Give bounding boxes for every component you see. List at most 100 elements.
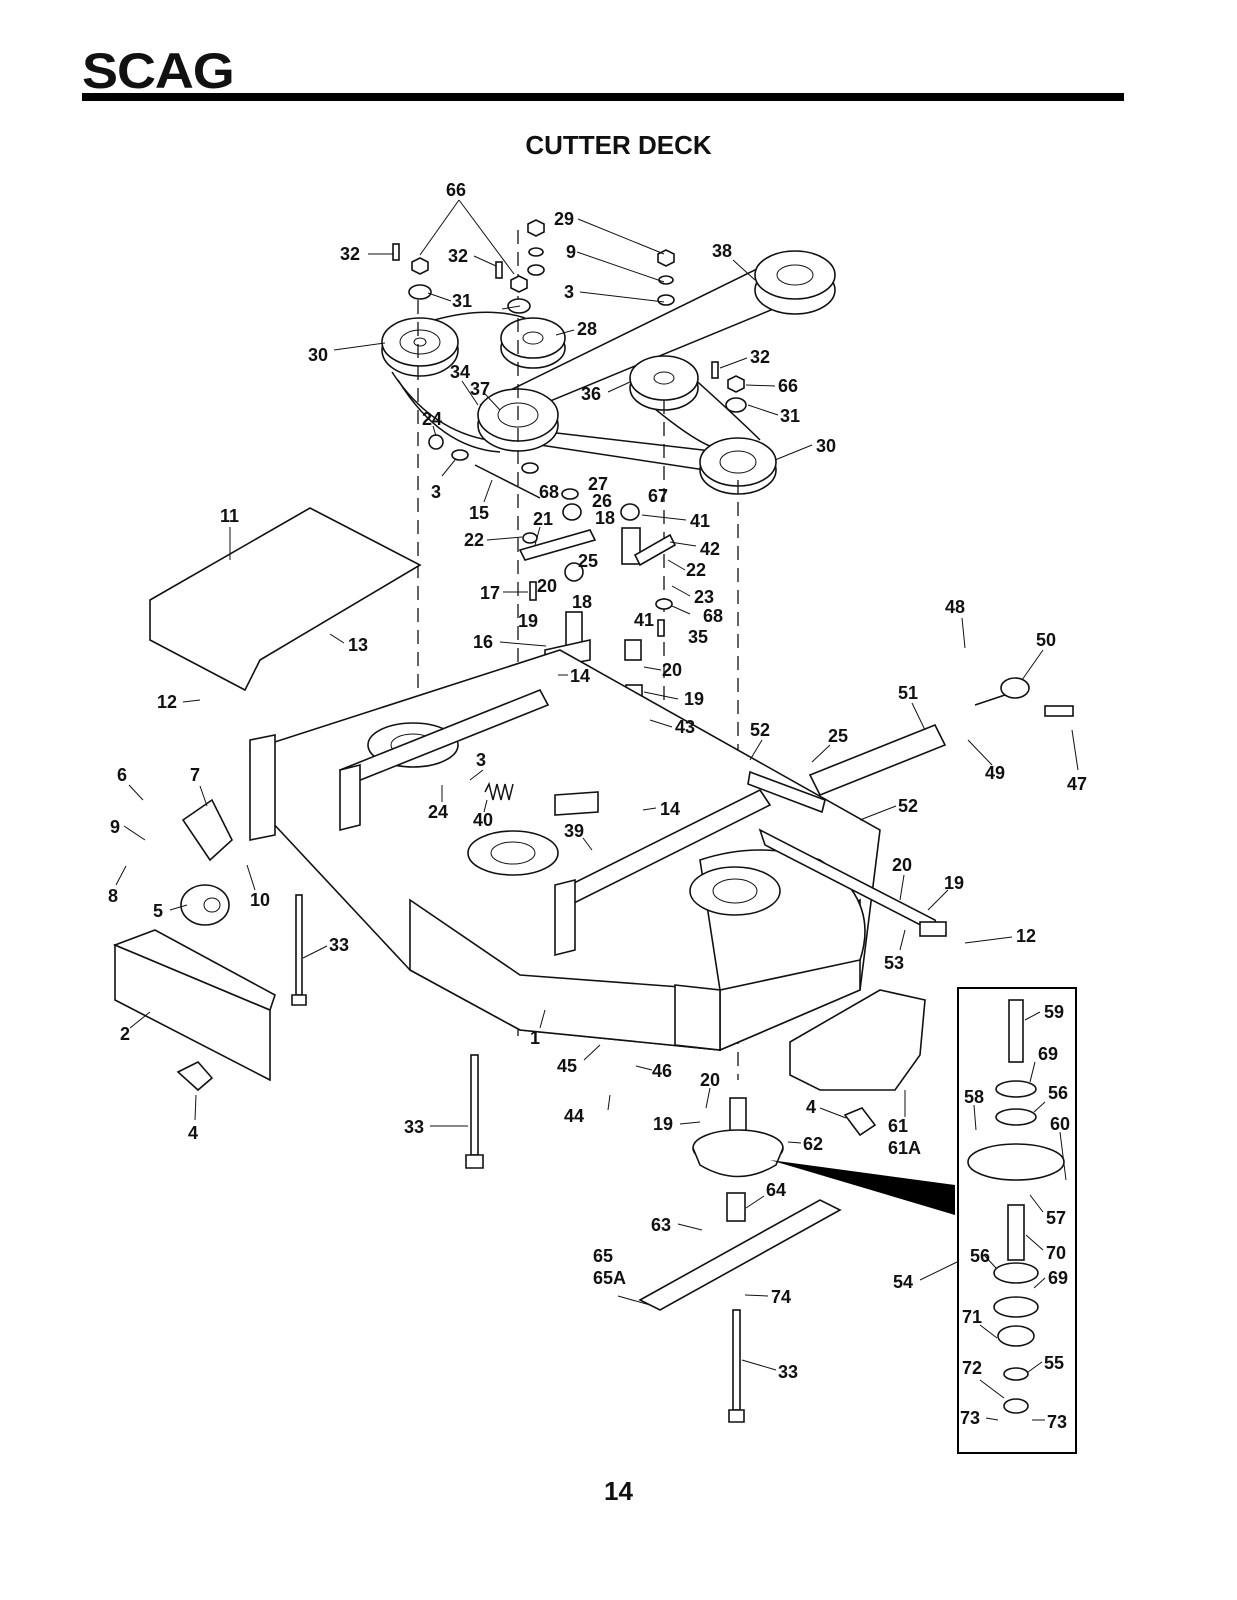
pulley-right-30 xyxy=(699,437,777,495)
callout-label: 73 xyxy=(960,1408,980,1428)
callout-label: 23 xyxy=(694,587,714,607)
callout-label: 52 xyxy=(750,720,770,740)
callout-label: 39 xyxy=(564,821,584,841)
callout-label: 1 xyxy=(530,1028,540,1048)
spindle-assembly xyxy=(692,1097,784,1222)
spindle-detail-parts xyxy=(967,999,1065,1414)
pulley-idler-36 xyxy=(629,355,699,411)
callout-label: 73 xyxy=(1047,1412,1067,1432)
callout-label: 42 xyxy=(700,539,720,559)
rod-end-50 xyxy=(974,677,1074,717)
arm-53 xyxy=(758,828,947,937)
callout-label: 65 xyxy=(593,1246,613,1266)
callout-label: 15 xyxy=(469,503,489,523)
callout-label: 18 xyxy=(572,592,592,612)
callout-label: 32 xyxy=(750,347,770,367)
callout-label: 41 xyxy=(690,511,710,531)
callout-label: 26 xyxy=(592,491,612,511)
callout-label: 67 xyxy=(648,486,668,506)
callout-label: 66 xyxy=(446,180,466,200)
callout-label: 11 xyxy=(220,506,239,526)
callout-label: 44 xyxy=(564,1106,584,1126)
callout-label: 32 xyxy=(340,244,360,264)
callout-label: 6 xyxy=(117,765,127,785)
callout-label: 20 xyxy=(892,855,912,875)
callout-label: 65A xyxy=(593,1268,626,1288)
side-baffle-2 xyxy=(112,929,276,1082)
callout-label: 37 xyxy=(470,379,490,399)
callout-label: 9 xyxy=(110,817,120,837)
callout-label: 36 xyxy=(581,384,601,404)
wedge-connector xyxy=(770,1160,955,1215)
callout-label: 34 xyxy=(450,362,470,382)
callout-label: 25 xyxy=(828,726,848,746)
leader-lines xyxy=(115,199,1079,1421)
callout-label: 56 xyxy=(1048,1083,1068,1103)
callout-label: 57 xyxy=(1046,1208,1066,1228)
pulley-drive-38 xyxy=(754,250,836,315)
belt-cover-11 xyxy=(149,507,422,692)
callout-label: 22 xyxy=(464,530,484,550)
callout-label: 12 xyxy=(157,692,177,712)
callout-label: 19 xyxy=(518,611,538,631)
adjustment-arm-51 xyxy=(747,723,947,814)
callout-label: 33 xyxy=(329,935,349,955)
callout-label: 22 xyxy=(686,560,706,580)
callout-label: 53 xyxy=(884,953,904,973)
callout-label: 31 xyxy=(452,291,472,311)
callout-label: 48 xyxy=(945,597,965,617)
callout-label: 69 xyxy=(1048,1268,1068,1288)
callout-label: 3 xyxy=(431,482,441,502)
callout-label: 63 xyxy=(651,1215,671,1235)
header-rule xyxy=(82,93,1124,101)
callout-label: 58 xyxy=(964,1087,984,1107)
callout-label: 60 xyxy=(1050,1114,1070,1134)
callout-label: 64 xyxy=(766,1180,786,1200)
callout-label: 54 xyxy=(893,1272,913,1292)
callout-label: 5 xyxy=(153,901,163,921)
spring-40 xyxy=(484,781,599,816)
callout-label: 2 xyxy=(120,1024,130,1044)
callout-label: 18 xyxy=(595,508,615,528)
callout-label: 4 xyxy=(188,1123,198,1143)
bolt-33-bottom-right xyxy=(728,1309,745,1423)
callout-label: 35 xyxy=(688,627,708,647)
callout-label: 19 xyxy=(653,1114,673,1134)
callout-label: 74 xyxy=(771,1287,791,1307)
bolt-33-bottom-left xyxy=(465,1054,484,1169)
callout-label: 70 xyxy=(1046,1243,1066,1263)
callout-label: 33 xyxy=(778,1362,798,1382)
pulley-left xyxy=(381,317,459,377)
callout-label: 20 xyxy=(700,1070,720,1090)
callout-label: 14 xyxy=(660,799,680,819)
callout-label: 61 xyxy=(888,1116,908,1136)
callout-label: 51 xyxy=(898,683,918,703)
page-title: CUTTER DECK xyxy=(525,130,712,160)
callout-label: 27 xyxy=(588,474,608,494)
callout-label: 10 xyxy=(250,890,270,910)
callout-label: 40 xyxy=(473,810,493,830)
callout-label: 14 xyxy=(570,666,590,686)
callout-labels: 66 29 32 32 9 38 3 31 28 30 34 37 36 32 … xyxy=(108,180,1087,1432)
callout-label: 32 xyxy=(448,246,468,266)
callout-label: 47 xyxy=(1067,774,1087,794)
callout-label: 24 xyxy=(428,802,448,822)
callout-label: 66 xyxy=(778,376,798,396)
callout-label: 69 xyxy=(1038,1044,1058,1064)
deck-shell xyxy=(249,649,881,1052)
callout-label: 50 xyxy=(1036,630,1056,650)
brand-logo: SCAG xyxy=(82,43,235,99)
callout-label: 38 xyxy=(712,241,732,261)
callout-label: 29 xyxy=(554,209,574,229)
bolt-33-long-left xyxy=(291,894,307,1006)
callout-label: 19 xyxy=(684,689,704,709)
callout-label: 30 xyxy=(816,436,836,456)
callout-label: 59 xyxy=(1044,1002,1064,1022)
callout-label: 19 xyxy=(944,873,964,893)
callout-label: 56 xyxy=(970,1246,990,1266)
callout-label: 52 xyxy=(898,796,918,816)
blade-65 xyxy=(638,1199,842,1311)
callout-label: 68 xyxy=(539,482,559,502)
callout-label: 28 xyxy=(577,319,597,339)
